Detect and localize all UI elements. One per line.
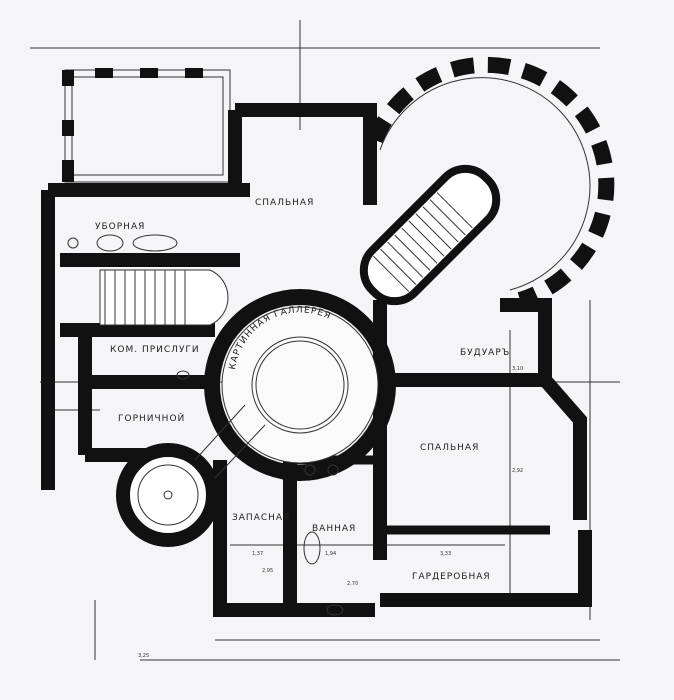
dim-label: 2,70 [347,581,358,587]
room-label-bedroom-top: СПАЛЬНАЯ [255,198,314,208]
dim-label: 3,33 [440,551,451,557]
dim-label: 2,92 [512,468,523,474]
room-label-bedroom: СПАЛЬНАЯ [420,443,479,453]
picture-gallery: КАРТИННАЯ ГАЛЛЕРЕЯ [204,289,396,481]
dim-label: 1,94 [325,551,336,557]
spiral-staircase [116,443,220,547]
room-label-spare: ЗАПАСНАЯ [232,513,290,523]
room-label-maid: ГОРНИЧНОЙ [118,412,185,424]
dim-label: 2,95 [262,568,273,574]
room-label-bath: ВАННАЯ [312,524,356,534]
room-label-toilet: УБОРНАЯ [95,222,145,232]
room-label-servants: КОМ. ПРИСЛУГИ [110,345,200,355]
room-label-wardrobe: ГАРДЕРОБНАЯ [412,572,491,582]
dim-label: 1,37 [252,551,263,557]
curved-wall [367,56,615,308]
room-label-boudoir: БУДУАРЪ [460,348,510,358]
main-staircase [359,164,501,306]
service-staircase [99,269,229,326]
walls [41,103,592,617]
fixtures [67,234,344,616]
top-left-room [62,68,231,183]
dim-label: 3,10 [512,366,523,372]
dim-label: 3,25 [138,653,149,659]
diagonal-corridor [194,404,266,479]
